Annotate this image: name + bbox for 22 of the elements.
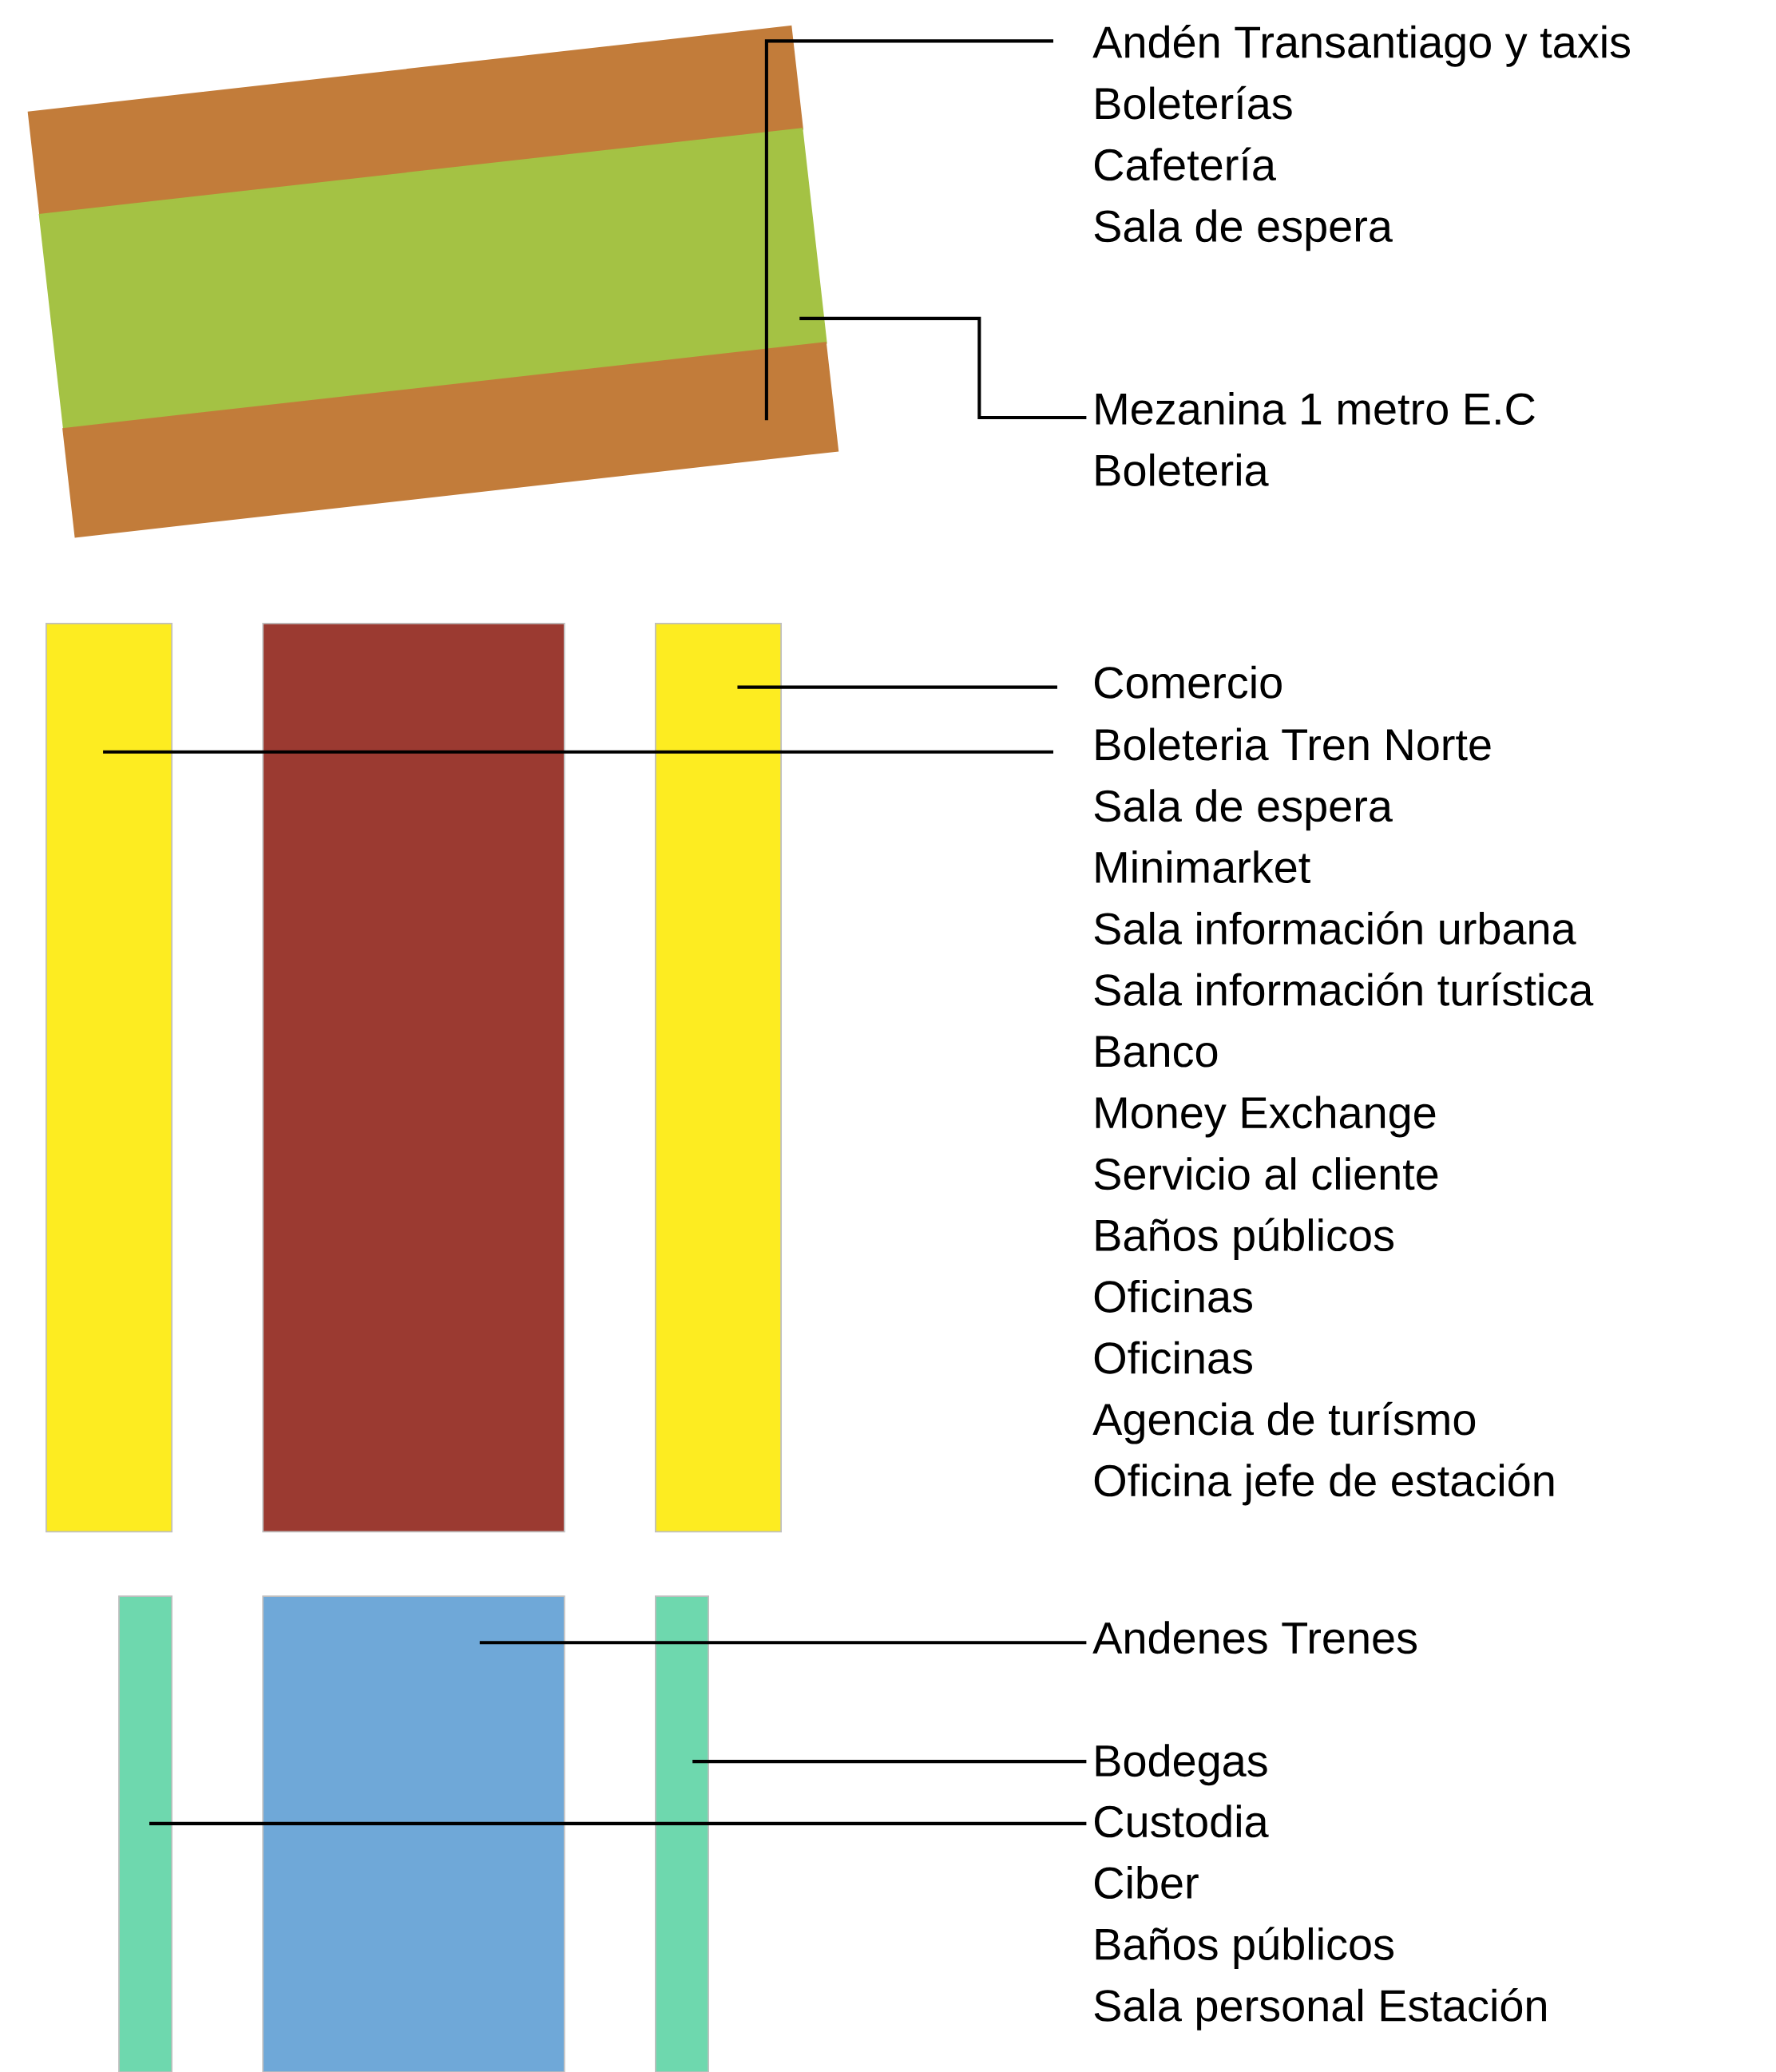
leader-line [692,1760,1087,1764]
plan-bar [262,622,565,1533]
plan-band [38,128,827,430]
leader-line [479,1641,1087,1645]
label-text: Boleteria Tren Norte Sala de espera Minimarket Sala información urbana Sala información turística Banco Money Exchange Servicio al cliente Baños públicos Oficinas Oficinas Agencia de turísmo Oficina jefe de estación [1092,727,1594,1506]
label-text: Mezanina 1 metro E.C Boleteria [1096,392,1535,486]
plan-band [27,25,803,216]
label-text: Custodia Ciber Baños públicos Sala personal Estación [1094,1805,1546,2030]
label-text: Bodegas [1096,1744,1267,1786]
leader-line [102,750,1053,754]
plan-bar [654,1595,709,2072]
plan-bar [654,622,782,1533]
plan-bar [117,1595,172,2072]
leader-line [764,39,1053,421]
label-text: Andén Transantiago y taxis Boleterías Cafetería Sala de espera [1092,24,1630,252]
plan-bar [45,622,172,1533]
label-text: Andenes Trenes [1092,1621,1417,1654]
label-text: Comercio [1094,665,1282,699]
leader-line [799,316,1087,420]
leader-line [737,685,1057,689]
leader-line [149,1821,1087,1825]
plan-bar [262,1595,565,2072]
